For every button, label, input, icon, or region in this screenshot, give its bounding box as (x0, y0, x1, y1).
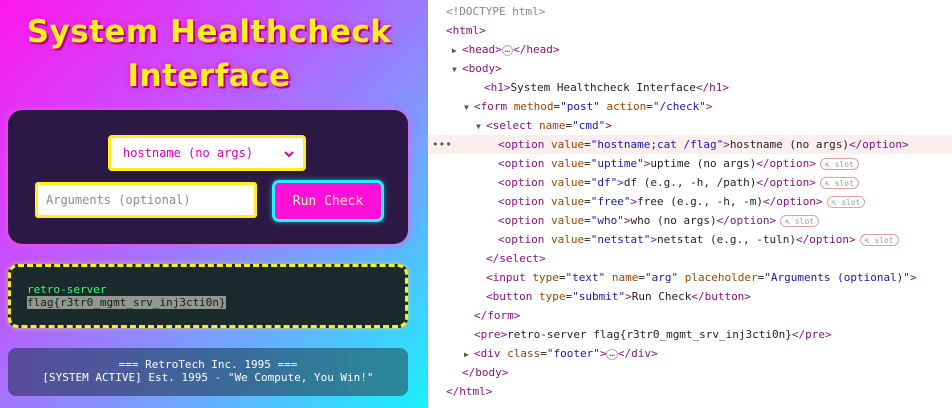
dt-html-close[interactable]: </html> (446, 385, 493, 398)
form-card: hostname (no args) Arguments (optional) … (8, 110, 408, 244)
command-output: retro-server flag{r3tr0_mgmt_srv_inj3cti… (8, 264, 408, 328)
chevron-down-icon (284, 151, 294, 158)
collapse-triangle-icon[interactable]: ▼ (464, 103, 469, 112)
arguments-input-placeholder: Arguments (optional) (46, 193, 191, 207)
output-hostname: retro-server (27, 283, 107, 296)
slot-badge[interactable]: ⇱ slot (859, 234, 899, 246)
dt-body-close[interactable]: </body> (462, 366, 509, 379)
dt-option-uptime[interactable]: <option value="uptime">uptime (no args)<… (428, 154, 952, 173)
collapse-triangle-icon[interactable]: ▼ (476, 122, 481, 131)
command-select[interactable]: hostname (no args) (108, 135, 306, 171)
dt-option-df[interactable]: <option value="df">df (e.g., -h, /path)<… (428, 173, 952, 192)
dt-input[interactable]: <input type="text" name="arg" placeholde… (486, 271, 917, 284)
slot-badge[interactable]: ⇱ slot (826, 196, 866, 208)
dt-button[interactable]: <button type="submit">Run Check</button> (486, 290, 751, 303)
arguments-input[interactable]: Arguments (optional) (35, 182, 257, 218)
dt-option-free[interactable]: <option value="free">free (e.g., -h, -m)… (428, 192, 952, 211)
page-title-line2: Interface (127, 58, 291, 94)
rendered-page: System Healthcheck Interface hostname (n… (0, 0, 428, 408)
slot-badge[interactable]: ⇱ slot (780, 215, 820, 227)
output-flag: flag{r3tr0_mgmt_srv_inj3cti0n} (27, 296, 226, 309)
run-check-button[interactable]: Run Check (272, 180, 384, 222)
dt-form-open[interactable]: ▼<form method="post" action="/check"> (428, 97, 952, 116)
dt-h1[interactable]: <h1>System Healthcheck Interface</h1> (484, 81, 730, 94)
footer-line2: [SYSTEM ACTIVE] Est. 1995 - "We Compute,… (42, 371, 374, 384)
more-dots-icon[interactable]: ••• (432, 138, 452, 151)
dt-doctype[interactable]: <!DOCTYPE html> (446, 5, 546, 18)
slot-arrow-icon: ⇱ (831, 198, 837, 207)
slot-arrow-icon: ⇱ (824, 160, 830, 169)
slot-arrow-icon: ⇱ (785, 217, 791, 226)
collapsed-ellipsis[interactable]: … (606, 348, 618, 360)
dt-option-selected[interactable]: ••• <option value="hostname;cat /flag">h… (428, 135, 952, 154)
page-footer: === RetroTech Inc. 1995 === [SYSTEM ACTI… (8, 348, 408, 396)
slot-badge[interactable]: ⇱ slot (819, 177, 859, 189)
dt-html-open[interactable]: <html> (446, 24, 486, 37)
slot-badge[interactable]: ⇱ slot (819, 158, 859, 170)
dt-select-open[interactable]: ▼<select name="cmd"> (428, 116, 952, 135)
slot-arrow-icon: ⇱ (824, 179, 830, 188)
expand-triangle-icon[interactable]: ▶ (452, 46, 457, 55)
dt-div-footer[interactable]: ▶<div class="footer">…</div> (428, 344, 952, 363)
dt-option-who[interactable]: <option value="who">who (no args)</optio… (428, 211, 952, 230)
collapse-triangle-icon[interactable]: ▼ (452, 65, 457, 74)
footer-line1: === RetroTech Inc. 1995 === (118, 358, 298, 371)
page-title: System Healthcheck Interface (0, 10, 418, 98)
page-title-line1: System Healthcheck (26, 14, 392, 50)
command-select-value: hostname (no args) (123, 146, 254, 160)
expand-triangle-icon[interactable]: ▶ (464, 350, 469, 359)
dt-form-close[interactable]: </form> (474, 309, 521, 322)
dt-select-close[interactable]: </select> (486, 252, 546, 265)
collapsed-ellipsis[interactable]: … (501, 44, 514, 56)
dt-option-netstat[interactable]: <option value="netstat">netstat (e.g., -… (428, 230, 952, 249)
slot-arrow-icon: ⇱ (864, 236, 870, 245)
dt-body-open[interactable]: ▼<body> (428, 59, 952, 78)
dt-head[interactable]: ▶<head>…</head> (428, 40, 952, 59)
dt-pre[interactable]: <pre>retro-server flag{r3tr0_mgmt_srv_in… (474, 328, 832, 341)
devtools-elements-panel: <!DOCTYPE html> <html> ▶<head>…</head> ▼… (428, 0, 952, 408)
